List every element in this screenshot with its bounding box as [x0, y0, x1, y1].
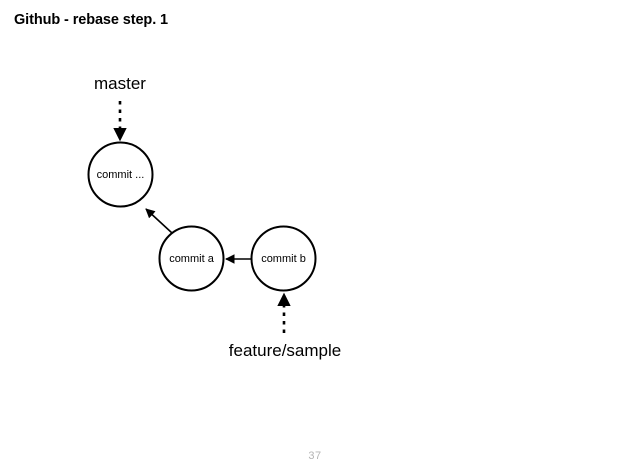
commit-node-ellipsis-label: commit ...	[97, 169, 145, 181]
commit-node-a-label: commit a	[169, 253, 215, 265]
commit-node-b[interactable]	[250, 225, 317, 292]
page-number: 37	[308, 450, 322, 462]
page-title: Github - rebase step. 1	[14, 12, 169, 28]
commit-node-b-label: commit b	[261, 253, 306, 265]
edge-commit-a-to-commit-ellipsis	[145, 208, 173, 234]
branch-label-feature-sample: feature/sample	[229, 341, 341, 360]
commit-node-a[interactable]	[158, 225, 225, 292]
commit-node-ellipsis[interactable]	[87, 141, 154, 208]
branch-label-master: master	[94, 74, 146, 93]
